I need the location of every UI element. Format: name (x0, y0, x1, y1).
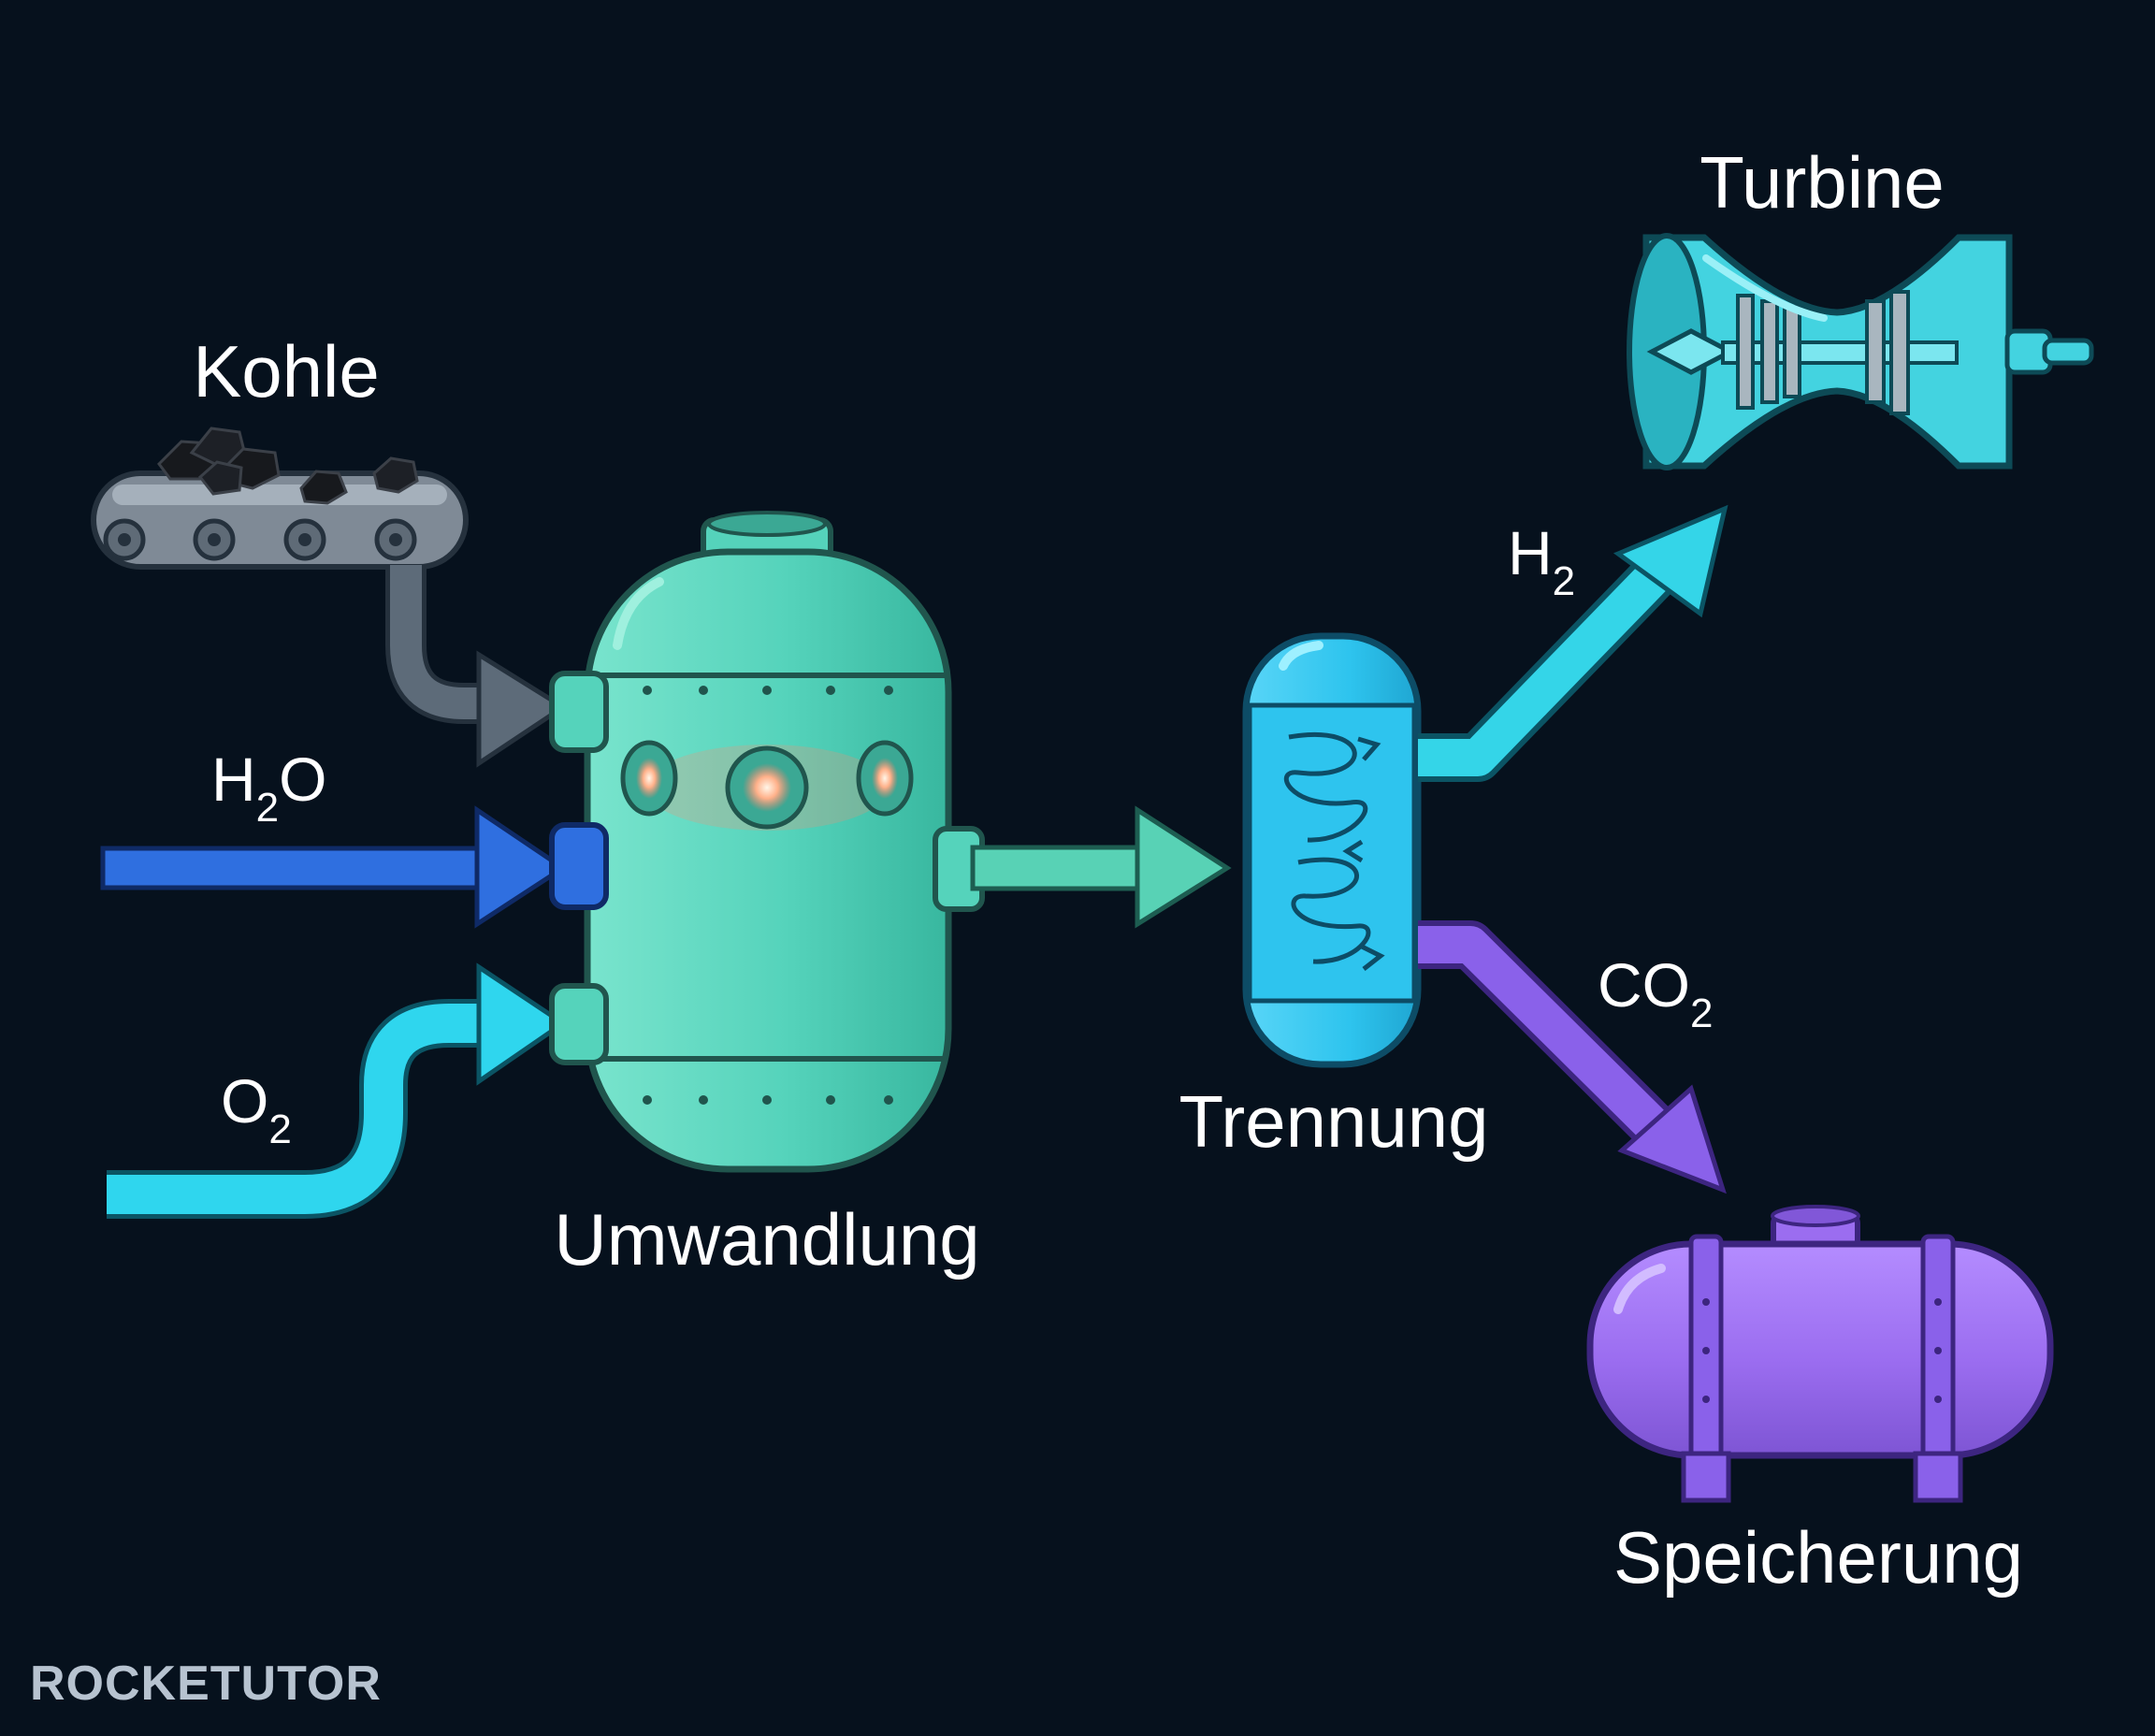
coal-pile (157, 427, 419, 505)
gasifier-viewports (620, 740, 914, 831)
coal-feed-arrowhead (476, 650, 568, 768)
co2-formula: CO2 (1598, 950, 1713, 1036)
gasifier-vessel (549, 511, 985, 1173)
co2-storage-tank (1586, 1205, 2054, 1503)
turbine-label: Turbine (1699, 141, 1945, 224)
brand-logo: ROCKETUTOR (30, 1656, 382, 1711)
coal-label: Kohle (193, 330, 380, 412)
syngas-pipe (970, 845, 1153, 891)
syngas-arrowhead (1135, 805, 1232, 929)
water-feed-pipe (100, 846, 499, 890)
water-formula: H2O (211, 745, 327, 831)
hydrogen-formula: H2 (1508, 518, 1575, 604)
separation-label: Trennung (1179, 1080, 1488, 1163)
separator-column (1242, 632, 1422, 1068)
gas-turbine (1627, 233, 2094, 470)
coal-conveyor (91, 470, 469, 570)
oxygen-formula: O2 (221, 1066, 292, 1152)
co2-arrowhead (1617, 1084, 1727, 1194)
conversion-label: Umwandlung (554, 1198, 979, 1280)
oxygen-feed-pipe (107, 999, 496, 1219)
oxygen-feed-arrowhead (476, 962, 568, 1086)
water-feed-arrowhead (474, 805, 568, 929)
hydrogen-arrowhead (1613, 504, 1728, 618)
storage-label: Speicherung (1613, 1516, 2023, 1599)
